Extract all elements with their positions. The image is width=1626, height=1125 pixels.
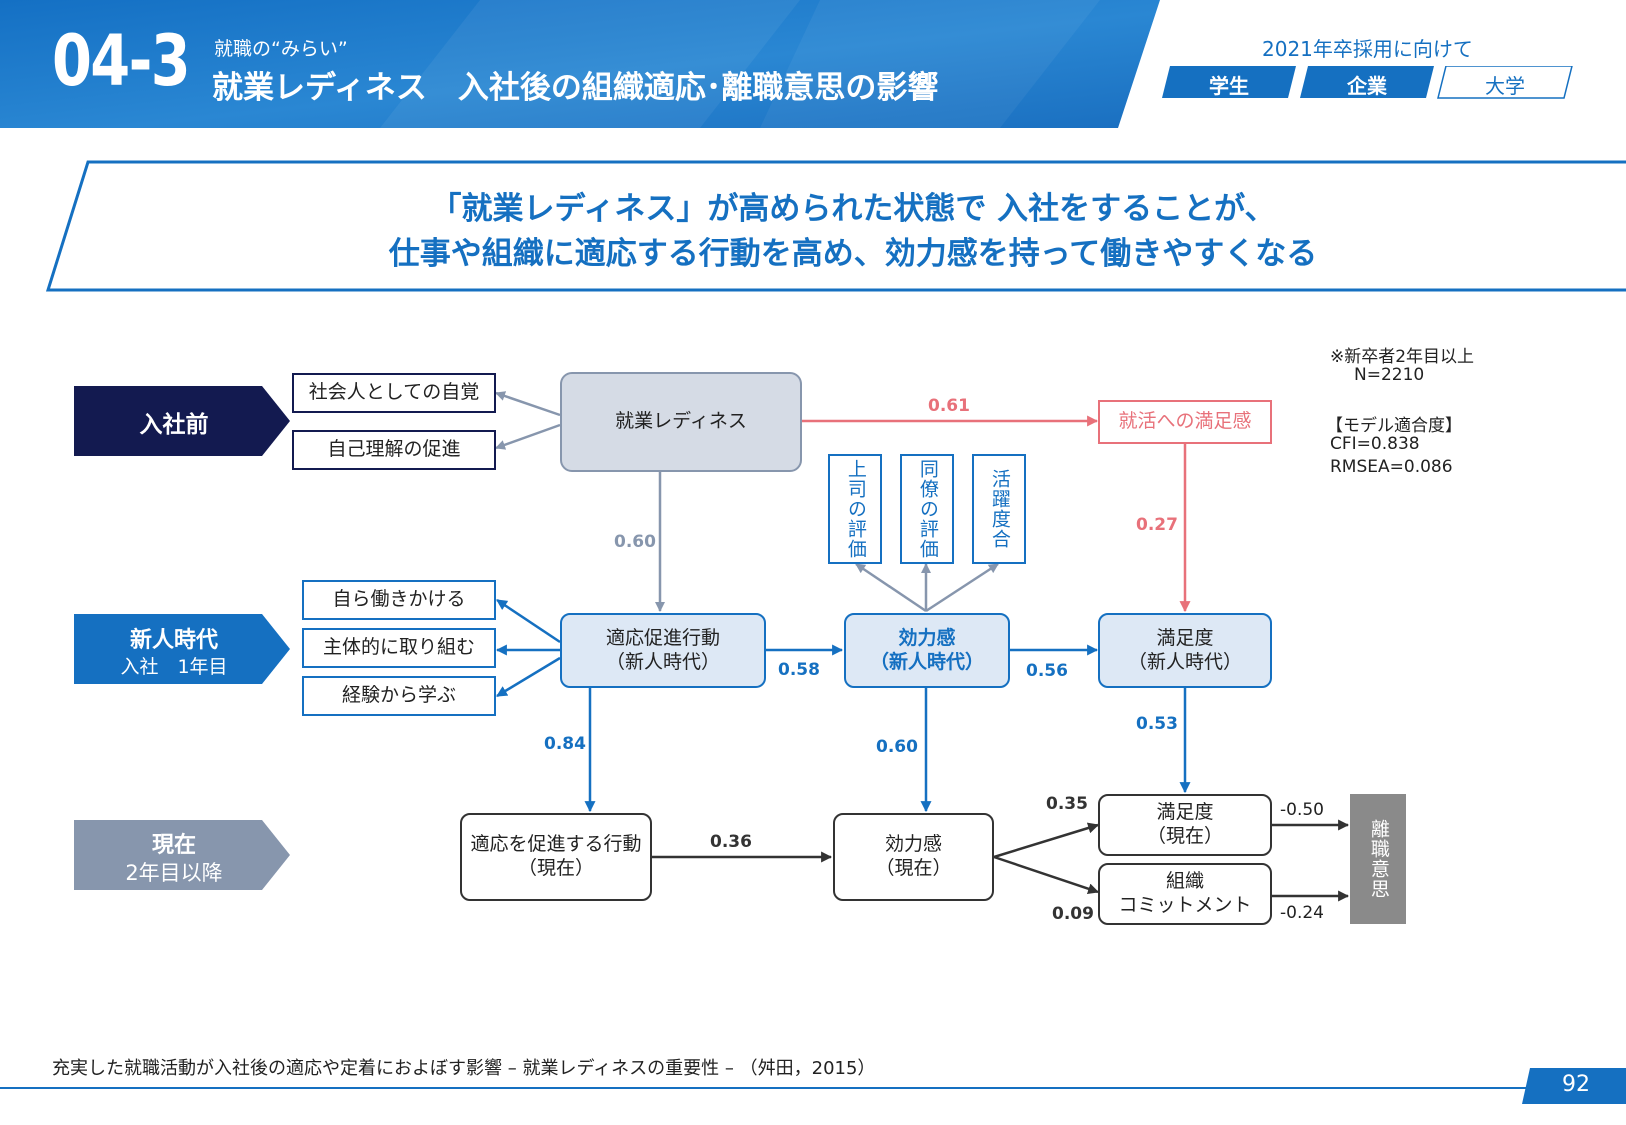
node-boss-eval-text: 上司の評価 bbox=[844, 459, 867, 559]
phase-arrow-before bbox=[74, 386, 290, 456]
node-self-understanding: 自己理解の促進 bbox=[292, 430, 496, 470]
header-banner bbox=[0, 0, 1160, 128]
coef-satisfaction-satisfaction-now: 0.53 bbox=[1136, 714, 1178, 734]
phase-newcomer-label: 新人時代 bbox=[129, 628, 218, 653]
coef-readiness-jobsearch: 0.61 bbox=[928, 396, 970, 416]
fit-rmsea: RMSEA=0.086 bbox=[1330, 457, 1453, 477]
coef-readiness-adapt: 0.60 bbox=[614, 532, 656, 552]
coef-adapt-efficacy: 0.58 bbox=[778, 660, 820, 680]
tag-company: 企業 bbox=[1347, 74, 1387, 98]
target-year-label: 2021年卒採用に向けて bbox=[1262, 37, 1473, 61]
tag-company-bg bbox=[1300, 66, 1434, 98]
coef-adapt-now-efficacy-now: 0.36 bbox=[710, 832, 752, 852]
node-work-3-text: 経験から学ぶ bbox=[341, 684, 456, 707]
source-citation: 充実した就職活動が入社後の適応や定着におよぼす影響 – 就業レディネスの重要性 … bbox=[52, 1058, 876, 1079]
node-readiness-text: 就業レディネス bbox=[615, 410, 747, 433]
node-commitment-text-1: 組織 bbox=[1165, 870, 1204, 893]
sample-note: ※新卒者2年目以上 bbox=[1330, 347, 1475, 367]
node-activity: 活躍度合 bbox=[972, 454, 1026, 564]
node-commitment-text-2: コミットメント bbox=[1118, 894, 1252, 916]
coef-efficacy-now-satisfaction-now: 0.35 bbox=[1046, 794, 1088, 814]
node-activity-text: 活躍度合 bbox=[988, 469, 1011, 549]
node-work-2: 主体的に取り組む bbox=[302, 628, 496, 668]
node-adapt-new-text-2: （新人時代） bbox=[605, 650, 720, 673]
node-efficacy-now: 効力感 （現在） bbox=[833, 813, 994, 901]
coef-efficacy-satisfaction: 0.56 bbox=[1026, 661, 1068, 681]
tag-university: 大学 bbox=[1485, 74, 1525, 98]
node-satisfaction-new-text-1: 満足度 bbox=[1156, 626, 1214, 649]
sample-size: N=2210 bbox=[1354, 365, 1425, 385]
node-work-1-text: 自ら働きかける bbox=[332, 588, 466, 611]
phase-arrow-newcomer bbox=[74, 614, 290, 684]
node-efficacy-new-text-1: 効力感 bbox=[898, 626, 956, 649]
header-subtitle: 就職の“みらい” bbox=[214, 38, 348, 60]
node-satisfaction-now-text-2: （現在） bbox=[1146, 825, 1223, 847]
fit-title: 【モデル適合度】 bbox=[1326, 416, 1462, 436]
node-efficacy-new: 効力感 （新人時代） bbox=[844, 613, 1010, 688]
node-commitment: 組織 コミットメント bbox=[1098, 863, 1272, 925]
node-self-awareness: 社会人としての自覚 bbox=[292, 373, 496, 413]
node-job-search-satisfaction: 就活への満足感 bbox=[1098, 400, 1272, 444]
page-number: 92 bbox=[1562, 1072, 1590, 1097]
coef-satisfaction-now-turnover: -0.50 bbox=[1280, 800, 1324, 820]
node-peer-eval-text: 同僚の評価 bbox=[916, 459, 939, 559]
node-satisfaction-new-text-2: （新人時代） bbox=[1127, 650, 1242, 673]
node-satisfaction-now-text-1: 満足度 bbox=[1156, 801, 1214, 824]
coef-commitment-turnover: -0.24 bbox=[1280, 903, 1324, 923]
tag-student-bg bbox=[1162, 66, 1296, 98]
node-satisfaction-new: 満足度 （新人時代） bbox=[1098, 613, 1272, 688]
node-boss-eval: 上司の評価 bbox=[828, 454, 882, 564]
node-satisfaction-now: 満足度 （現在） bbox=[1098, 794, 1272, 856]
page-number-tab bbox=[1522, 1068, 1626, 1104]
headline-line-1: 「就業レディネス」が高められた状態で 入社をすることが、 bbox=[430, 191, 1276, 227]
node-self-understanding-text: 自己理解の促進 bbox=[327, 438, 461, 461]
phase-now-label: 現在 bbox=[151, 833, 196, 858]
headline-frame bbox=[45, 160, 1626, 292]
fit-cfi: CFI=0.838 bbox=[1330, 434, 1420, 454]
coef-efficacy-efficacy-now: 0.60 bbox=[876, 737, 918, 757]
headline-line-2: 仕事や組織に適応する行動を高め、効力感を持って働きやすくなる bbox=[388, 236, 1318, 272]
node-adapt-now-text-2: （現在） bbox=[517, 857, 594, 879]
node-work-3: 経験から学ぶ bbox=[302, 676, 496, 716]
tag-university-bg bbox=[1437, 66, 1573, 99]
audience-tags bbox=[1162, 66, 1573, 99]
node-adapt-new: 適応促進行動 （新人時代） bbox=[560, 613, 766, 688]
phase-before-label: 入社前 bbox=[139, 412, 209, 438]
node-adapt-now-text-1: 適応を促進する行動 bbox=[470, 833, 642, 856]
node-adapt-new-text-1: 適応促進行動 bbox=[605, 626, 720, 649]
node-job-search-satisfaction-text: 就活への満足感 bbox=[1118, 410, 1252, 433]
node-turnover: 離職意思 bbox=[1350, 794, 1406, 924]
coef-efficacy-now-commitment: 0.09 bbox=[1052, 904, 1094, 924]
node-self-awareness-text: 社会人としての自覚 bbox=[308, 381, 480, 404]
node-turnover-text: 離職意思 bbox=[1367, 819, 1390, 899]
node-adapt-now: 適応を促進する行動 （現在） bbox=[460, 813, 652, 901]
phase-newcomer-sub: 入社 1年目 bbox=[120, 656, 228, 678]
node-work-1: 自ら働きかける bbox=[302, 580, 496, 620]
coef-adapt-adapt-now: 0.84 bbox=[544, 734, 586, 754]
node-efficacy-now-text-1: 効力感 bbox=[884, 833, 942, 856]
node-efficacy-new-text-2: （新人時代） bbox=[869, 650, 984, 673]
node-readiness: 就業レディネス bbox=[560, 372, 802, 472]
node-efficacy-now-text-2: （現在） bbox=[875, 857, 952, 879]
node-work-2-text: 主体的に取り組む bbox=[322, 636, 475, 659]
phase-arrow-now bbox=[74, 820, 290, 890]
node-peer-eval: 同僚の評価 bbox=[900, 454, 954, 564]
coef-jobsearch-satisfaction: 0.27 bbox=[1136, 515, 1178, 535]
phase-now-sub: 2年目以降 bbox=[125, 861, 223, 885]
section-number: 04-3 bbox=[52, 20, 191, 102]
page-title: 就業レディネス 入社後の組織適応･離職意思の影響 bbox=[212, 70, 939, 106]
tag-student: 学生 bbox=[1209, 74, 1249, 98]
